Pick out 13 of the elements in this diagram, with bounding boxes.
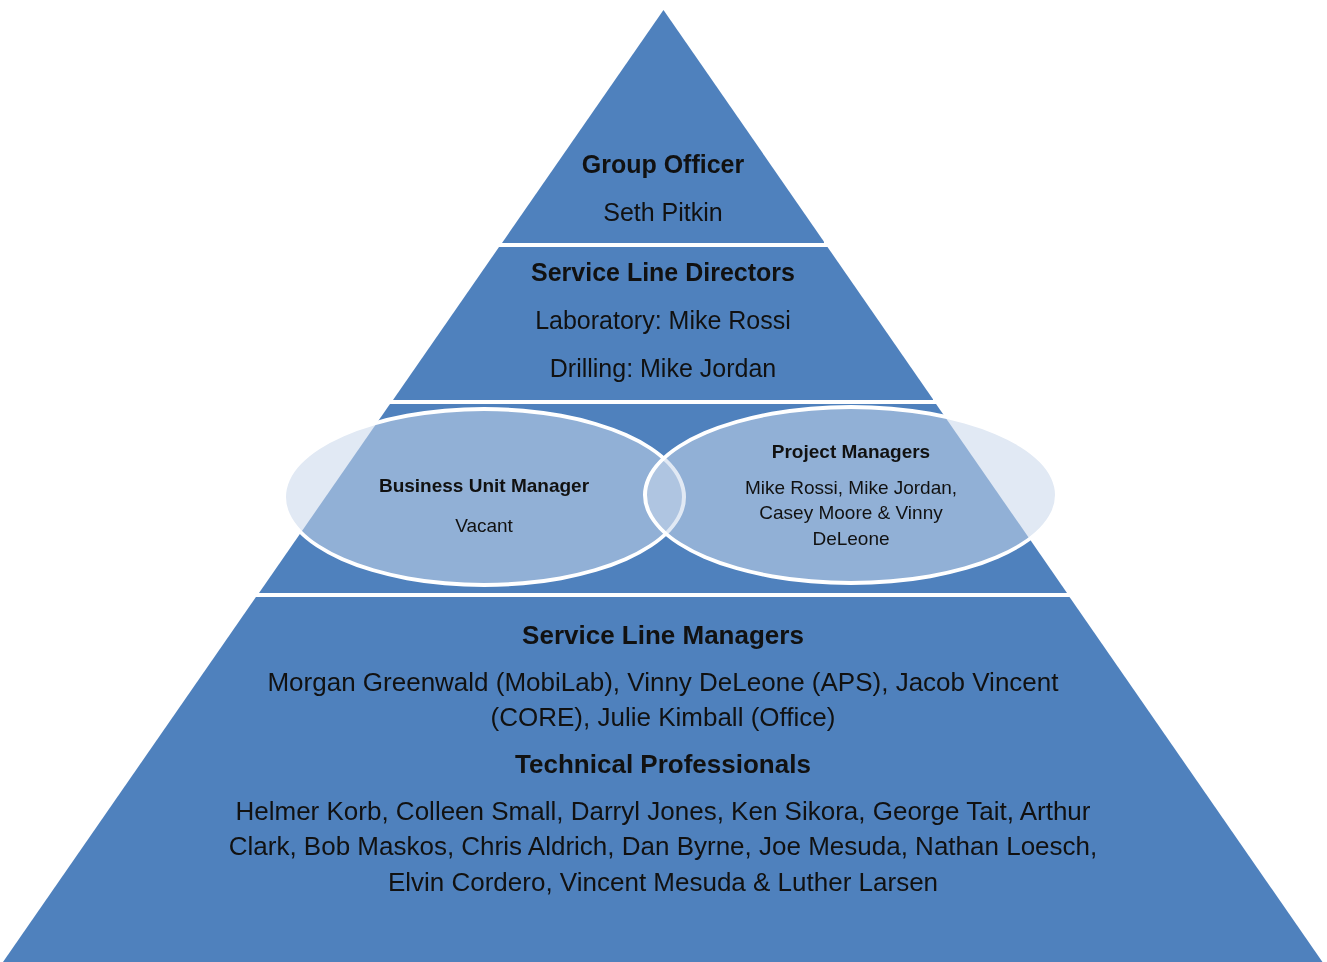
tier-heading: Group Officer — [580, 149, 746, 180]
name-list: Vacant — [334, 512, 634, 539]
name-list: Morgan Greenwald (MobiLab), Vinny DeLeone (APS), Jacob Vincent (CORE), Julie Kimball (Office) — [263, 665, 1063, 736]
name-list: Helmer Korb, Colleen Small, Darryl Jones, Ken Sikora, George Tait, Arthur Clark, Bob Maskos, Chris Aldrich, Dan Byrne, Joe Mesuda, Nathan Loesch, Elvin Cordero, Vincent Mesuda & Luther Larsen — [228, 794, 1098, 900]
tier-heading: Service Line Directors — [529, 257, 796, 288]
tier-heading: Project Managers — [770, 440, 932, 464]
tier-heading: Service Line Managers — [521, 619, 805, 652]
tier-heading: Business Unit Manager — [377, 474, 591, 498]
name-list: Seth Pitkin — [513, 195, 813, 230]
name-list: Mike Rossi, Mike Jordan, Casey Moore & Vinny DeLeone — [726, 474, 976, 552]
name-list: Drilling: Mike Jordan — [413, 351, 913, 386]
tier-heading: Technical Professionals — [514, 748, 812, 782]
name-list: Laboratory: Mike Rossi — [413, 303, 913, 338]
